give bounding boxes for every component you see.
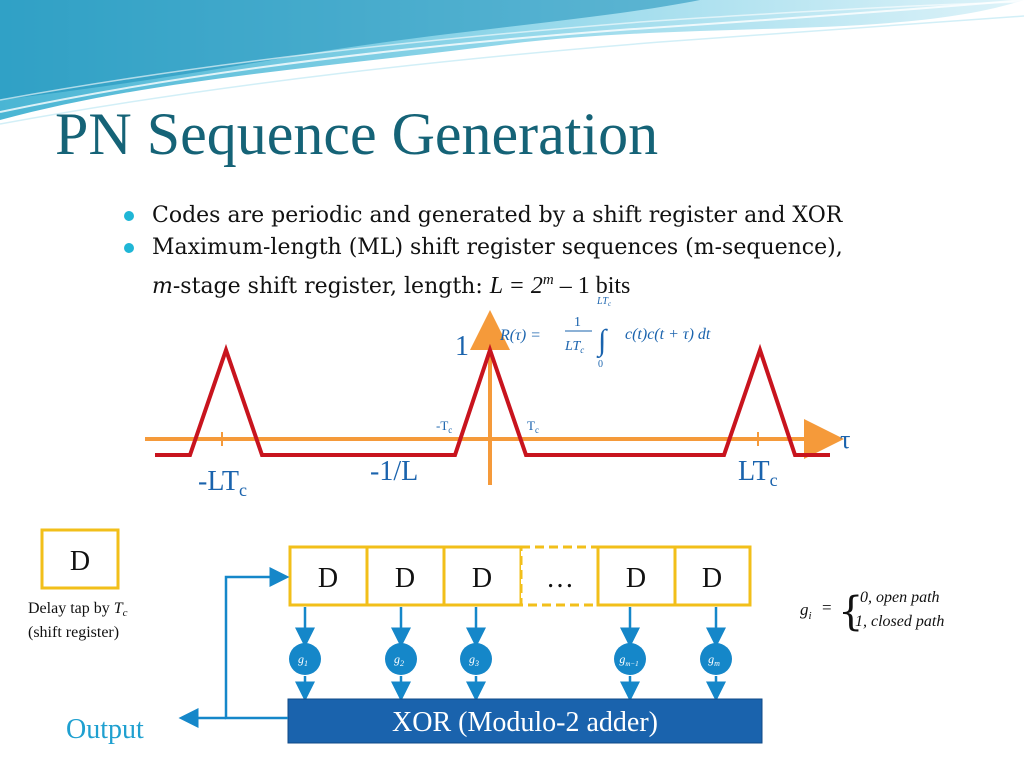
xor-label: XOR (Modulo-2 adder): [392, 707, 658, 738]
tap-label: gm−1: [619, 652, 638, 668]
xor-block: [287, 698, 763, 744]
length-formula: L = 2m – 1 bits: [489, 272, 631, 299]
gi-case-2: 1, closed path: [855, 613, 944, 630]
neg-tc-label: -Tc: [436, 418, 452, 435]
feedback-path: [178, 567, 290, 728]
pos-lt-label: LTc: [738, 456, 778, 490]
register-cell-1: [288, 545, 369, 607]
m-symbol: m: [152, 274, 173, 299]
register-cell-5: [596, 545, 677, 607]
formula-lhs: R(τ) =: [499, 327, 541, 344]
page-title: PN Sequence Generation: [55, 101, 659, 167]
autocorrelation-curve: [155, 343, 830, 457]
register-cell-label: D: [318, 563, 338, 594]
formula-frac-num: 1: [574, 315, 581, 330]
header-waves: [0, 0, 1024, 125]
bullet-item-2: Maximum-length (ML) shift register seque…: [124, 232, 1004, 264]
neg-lt-label: -LTc: [198, 466, 247, 500]
gi-eq: =: [822, 598, 832, 617]
integral-upper: LTc: [596, 296, 612, 308]
tap-label: gm: [708, 652, 720, 668]
tau-label: τ: [840, 425, 850, 454]
autocorr-formula: R(τ) = 1 LTc ∫ LTc 0 c(t)c(t + τ) dt: [499, 296, 711, 370]
gi-case-1: 0, open path: [860, 589, 940, 606]
taps: [295, 607, 726, 702]
bullet-list: Codes are periodic and generated by a sh…: [124, 200, 1004, 303]
tap-g2: [385, 643, 417, 675]
tap-label: g3: [469, 652, 479, 668]
tap-label: g2: [394, 652, 404, 668]
gi-brace: {: [838, 589, 863, 635]
tap-gm: [700, 643, 732, 675]
continuation-text: -stage shift register, length:: [172, 274, 490, 299]
delay-legend-label: D: [70, 546, 90, 577]
length-formula-tail: – 1 bits: [553, 273, 631, 299]
bullet-item-2-continuation: m-stage shift register, length: L = 2m –…: [124, 264, 1004, 303]
register-cell-ellipsis: [519, 545, 600, 607]
delay-legend-text-1: Delay tap by Tc: [28, 600, 128, 619]
gi-definition: gi = { 0, open path 1, closed path: [800, 589, 944, 635]
delay-legend-text-2: (shift register): [28, 624, 119, 641]
register-cell-label: …: [546, 563, 574, 594]
register-cell-label: D: [626, 563, 646, 594]
shift-register: D D D … D D: [288, 545, 752, 607]
pos-tc-label: Tc: [527, 418, 539, 435]
tap-label: g1: [298, 652, 308, 668]
integrand: c(t)c(t + τ) dt: [625, 326, 711, 343]
floor-label: -1/L: [370, 456, 418, 487]
tap-g3: [460, 643, 492, 675]
peak-label: 1: [455, 331, 469, 362]
integral-sign: ∫: [596, 324, 608, 359]
tap-circles: g1 g2 g3 gm−1 gm: [289, 643, 732, 675]
feedback-line: [224, 567, 290, 720]
tap-g1: [289, 643, 321, 675]
delay-legend: D Delay tap by Tc (shift register): [28, 528, 128, 641]
length-formula-exp: m: [542, 272, 554, 288]
register-cell-6: [673, 545, 752, 607]
register-cell-label: D: [702, 563, 722, 594]
length-formula-base: L = 2: [489, 273, 543, 299]
autocorrelation-plot: 1 τ -LTc LTc -1/L -Tc Tc R(τ) = 1 LTc ∫ …: [145, 296, 850, 500]
register-cell-label: D: [472, 563, 492, 594]
integral-lower: 0: [598, 359, 603, 370]
output-label: Output: [66, 714, 144, 745]
delay-legend-box: [40, 528, 120, 590]
bullet-item-1: Codes are periodic and generated by a sh…: [124, 200, 1004, 232]
gi-lhs: gi: [800, 600, 812, 622]
formula-frac-den: LTc: [564, 339, 584, 355]
register-cell-label: D: [395, 563, 415, 594]
tap-gm-1: [614, 643, 646, 675]
register-cell-3: [442, 545, 523, 607]
